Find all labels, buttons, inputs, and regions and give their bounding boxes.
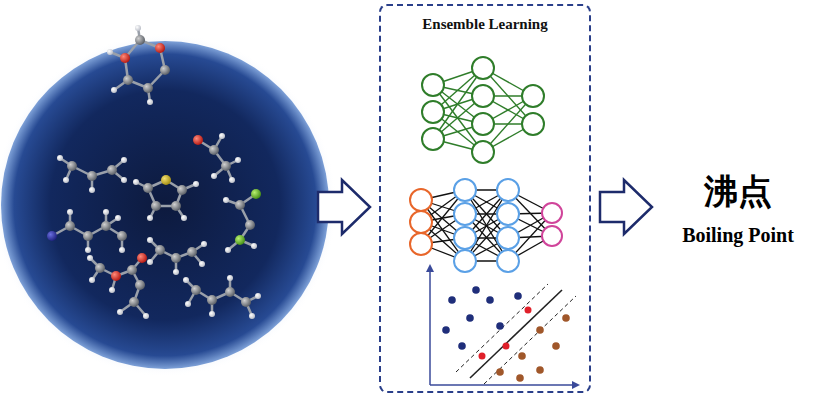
result-label: Boiling Point: [682, 224, 794, 247]
result-label: 沸点: [704, 169, 772, 215]
dashed-group-box: Ensemble Learning: [379, 4, 591, 393]
network-link: [465, 190, 508, 261]
network-link: [465, 190, 508, 261]
group-title: Ensemble Learning: [381, 16, 589, 33]
